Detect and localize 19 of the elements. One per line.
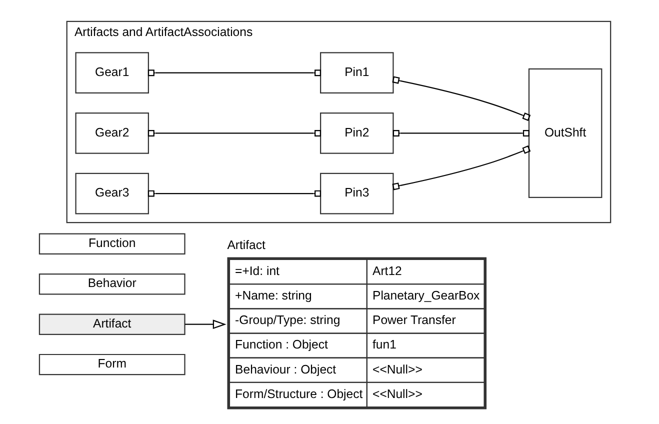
connector: [392, 130, 530, 136]
node-box: Artifact: [38, 314, 186, 335]
node-box: Pin1: [320, 52, 394, 94]
node-box: Form: [38, 354, 186, 376]
node-label: Artifact: [227, 238, 266, 252]
connector: [148, 70, 322, 76]
node-box: OutShft: [528, 68, 602, 198]
node-box: Behavior: [38, 273, 186, 295]
connector: [148, 190, 322, 197]
node-box: Gear3: [75, 172, 149, 214]
connector: [148, 130, 322, 136]
arrow: [185, 320, 226, 330]
node-box: Gear1: [75, 52, 149, 94]
connector: [392, 76, 531, 121]
connector: [392, 145, 531, 190]
node-box: Pin2: [320, 112, 394, 154]
node-box: Pin3: [320, 172, 394, 214]
node-box: Gear2: [75, 112, 149, 154]
node-box: Function: [38, 233, 186, 254]
